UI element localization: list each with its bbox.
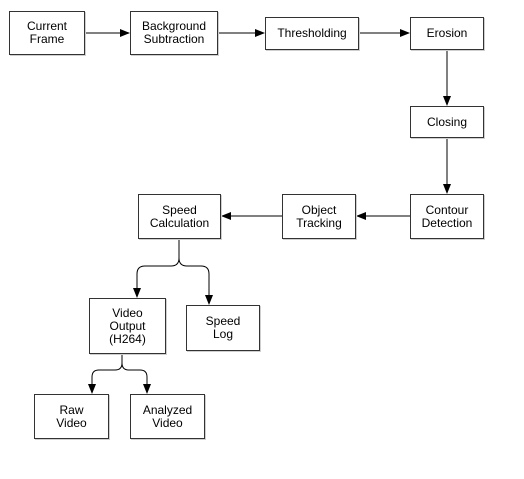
node-speed-log: Speed Log (186, 305, 260, 351)
node-thresholding: Thresholding (265, 17, 359, 50)
node-raw-video: Raw Video (34, 394, 109, 439)
edge-videoout-to-raw (88, 354, 123, 394)
node-contour-detection: Contour Detection (410, 194, 484, 239)
node-current-frame: Current Frame (9, 11, 85, 55)
edge-speedcalc-to-videoout (133, 239, 180, 298)
edge-videoout-to-analyzed (121, 362, 151, 394)
node-object-tracking: Object Tracking (282, 194, 356, 239)
node-video-output: Video Output (H264) (89, 298, 166, 354)
node-speed-calculation: Speed Calculation (138, 194, 221, 239)
node-closing: Closing (410, 106, 484, 138)
node-background-subtraction: Background Subtraction (130, 11, 218, 55)
edge-speedcalc-to-speedlog (178, 257, 213, 305)
node-analyzed-video: Analyzed Video (130, 394, 205, 439)
node-erosion: Erosion (410, 17, 484, 50)
